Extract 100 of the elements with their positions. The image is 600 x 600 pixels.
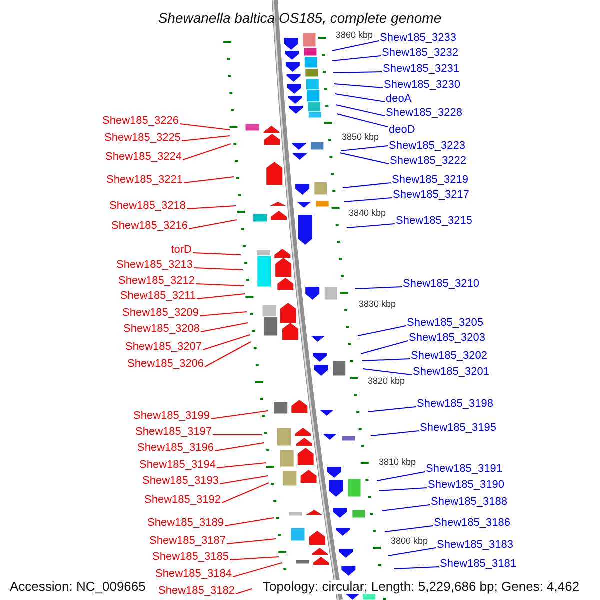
leader-line bbox=[340, 152, 390, 164]
map-info-text: Topology: circular; Length: 5,229,686 bp; Genes: 4,462 bbox=[263, 580, 580, 594]
leader-line bbox=[394, 566, 440, 570]
leader-line bbox=[362, 368, 412, 376]
leader-line bbox=[196, 294, 246, 300]
gene-label: Shew185_3223 bbox=[389, 139, 466, 153]
gene-label: Shew185_3181 bbox=[440, 557, 516, 571]
leader-line bbox=[332, 72, 382, 74]
leader-line bbox=[368, 406, 416, 412]
gene-label: Shew185_3193 bbox=[142, 474, 219, 488]
gene-label: Shew185_3217 bbox=[393, 188, 470, 202]
leader-line bbox=[182, 144, 232, 160]
leader-line bbox=[210, 410, 268, 420]
gene-label: Shew185_3196 bbox=[138, 441, 214, 455]
leader-line bbox=[332, 56, 382, 62]
leader-line bbox=[212, 434, 262, 436]
gene-label: Shew185_3212 bbox=[118, 274, 195, 288]
gene-label: Shew185_3189 bbox=[148, 516, 224, 530]
gene-label: Shew185_3202 bbox=[411, 349, 488, 363]
leader-line bbox=[226, 538, 276, 544]
position-label: 3810 kbp bbox=[379, 456, 416, 468]
leader-line bbox=[200, 322, 248, 332]
gene-label: Shew185_3213 bbox=[116, 258, 193, 272]
gene-label: Shew185_3233 bbox=[380, 31, 456, 45]
leader-line bbox=[388, 548, 436, 556]
leader-line bbox=[192, 252, 242, 256]
leader-line bbox=[236, 588, 252, 594]
leader-line bbox=[216, 462, 266, 468]
position-label: 3800 kbp bbox=[391, 536, 428, 546]
position-label: 3820 kbp bbox=[368, 376, 406, 386]
leader-line bbox=[376, 472, 426, 482]
gene-label: Shew185_3183 bbox=[437, 538, 514, 552]
gene-label: Shew185_3188 bbox=[431, 495, 508, 509]
leader-line bbox=[378, 488, 428, 492]
leader-line bbox=[358, 326, 406, 336]
leader-line bbox=[232, 562, 282, 578]
gene-label: Shew185_3230 bbox=[384, 78, 460, 92]
gene-label: Shew185_3191 bbox=[426, 462, 502, 476]
gene-label: torD bbox=[171, 243, 192, 257]
gene-label: Shew185_3197 bbox=[136, 425, 212, 439]
gene-label: Shew185_3231 bbox=[383, 62, 460, 76]
gene-label: Shew185_3199 bbox=[134, 409, 210, 423]
leader-line bbox=[220, 476, 268, 484]
leader-line bbox=[342, 182, 392, 188]
gene-label: Shew185_3210 bbox=[403, 277, 480, 291]
map-info-text: Accession: NC_009665 bbox=[10, 580, 146, 594]
gene-label: Shew185_3216 bbox=[112, 219, 188, 233]
gene-label: Shew185_3194 bbox=[140, 458, 216, 472]
leader-line bbox=[336, 114, 388, 128]
gene-label: Shew185_3226 bbox=[102, 114, 179, 128]
leader-line bbox=[194, 268, 244, 270]
leader-line bbox=[184, 176, 234, 184]
leader-line bbox=[196, 284, 244, 286]
gene-label: deoA bbox=[386, 92, 412, 106]
leader-line bbox=[336, 104, 386, 116]
leader-line bbox=[384, 526, 434, 532]
leader-line bbox=[214, 442, 264, 452]
leader-line bbox=[344, 198, 392, 202]
gene-label: Shew185_3224 bbox=[106, 150, 182, 164]
leader-line bbox=[362, 358, 410, 362]
gene-label: Shew185_3187 bbox=[150, 534, 226, 548]
gene-label: Shew185_3201 bbox=[413, 365, 490, 379]
gene-label: Shew185_3221 bbox=[106, 173, 183, 187]
leader-line bbox=[224, 518, 274, 526]
leader-line bbox=[334, 94, 386, 102]
leader-line bbox=[334, 84, 384, 88]
leader-line bbox=[354, 286, 402, 290]
gene-label: Shew185_3185 bbox=[152, 550, 229, 564]
gene-label: Shew185_3211 bbox=[120, 289, 196, 303]
gene-label: Shew185_3209 bbox=[122, 306, 199, 320]
position-label: 3860 kbp bbox=[336, 30, 374, 40]
gene-label: Shew185_3225 bbox=[104, 131, 181, 145]
leader-line bbox=[370, 430, 420, 436]
gene-label: Shew185_3232 bbox=[382, 46, 458, 60]
gene-label: Shew185_3222 bbox=[390, 154, 466, 168]
gene-label: Shew185_3205 bbox=[407, 316, 484, 330]
gene-label: Shew185_3215 bbox=[396, 214, 472, 228]
gene-label: Shew185_3203 bbox=[409, 331, 486, 345]
gene-label: Shew185_3206 bbox=[128, 357, 204, 371]
leader-line bbox=[222, 482, 270, 504]
position-label: 3830 kbp bbox=[359, 298, 396, 310]
leader-line bbox=[382, 504, 430, 512]
leader-line bbox=[230, 556, 280, 560]
map-title: Shewanella baltica OS185, complete genome bbox=[157, 9, 443, 27]
gene-label: Shew185_3190 bbox=[428, 478, 504, 492]
gene-label: Shew185_3208 bbox=[124, 322, 200, 336]
position-label: 3850 kbp bbox=[342, 132, 380, 143]
gene-label: Shew185_3207 bbox=[126, 340, 202, 354]
leader-line bbox=[204, 342, 252, 368]
gene-label: Shew185_3192 bbox=[144, 493, 221, 507]
leader-line bbox=[200, 312, 248, 316]
leader-line bbox=[360, 340, 408, 354]
leader-line bbox=[182, 136, 230, 142]
gene-label: Shew185_3195 bbox=[420, 421, 496, 435]
gene-label: deoD bbox=[389, 123, 416, 137]
gene-label: Shew185_3219 bbox=[392, 173, 468, 187]
leader-line bbox=[346, 224, 396, 228]
leader-line bbox=[340, 146, 388, 152]
gene-label: Shew185_3198 bbox=[417, 397, 494, 411]
gene-label: Shew185_3186 bbox=[434, 516, 510, 530]
